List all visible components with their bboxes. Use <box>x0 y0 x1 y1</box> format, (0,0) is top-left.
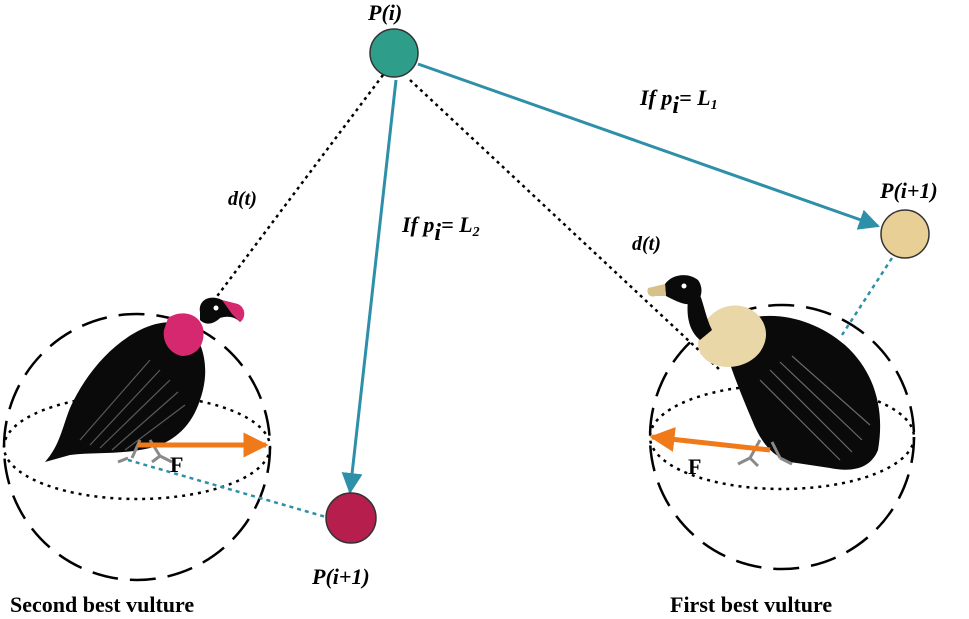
label-p-i1-right: P(i+1) <box>879 178 938 203</box>
label-force-right: F <box>688 454 701 479</box>
label-p-i: P(i) <box>367 0 402 25</box>
arrow-to-second-best <box>341 79 398 495</box>
caption-first-best: First best vulture <box>670 592 832 617</box>
label-distance-left: d(t) <box>228 188 257 210</box>
caption-second-best: Second best vulture <box>10 592 194 617</box>
label-distance-right: d(t) <box>632 233 661 255</box>
first-best-sphere <box>648 303 916 571</box>
distance-line-right <box>409 79 721 371</box>
distance-line-left <box>211 74 384 304</box>
connector-left <box>127 458 327 519</box>
label-condition-l1: If pi= L1 <box>639 85 718 119</box>
label-p-i1-bottom: P(i+1) <box>311 564 370 589</box>
label-force-left: F <box>170 452 183 477</box>
second-best-vulture-illustration <box>45 297 245 464</box>
label-condition-l2: If pi= L2 <box>401 212 480 246</box>
node-next-position-first <box>880 209 930 259</box>
node-current-position <box>369 28 419 78</box>
first-best-vulture-illustration <box>647 275 881 470</box>
node-next-position-second <box>325 492 377 544</box>
force-arrow-right <box>649 427 771 453</box>
arrow-to-first-best <box>417 62 880 230</box>
